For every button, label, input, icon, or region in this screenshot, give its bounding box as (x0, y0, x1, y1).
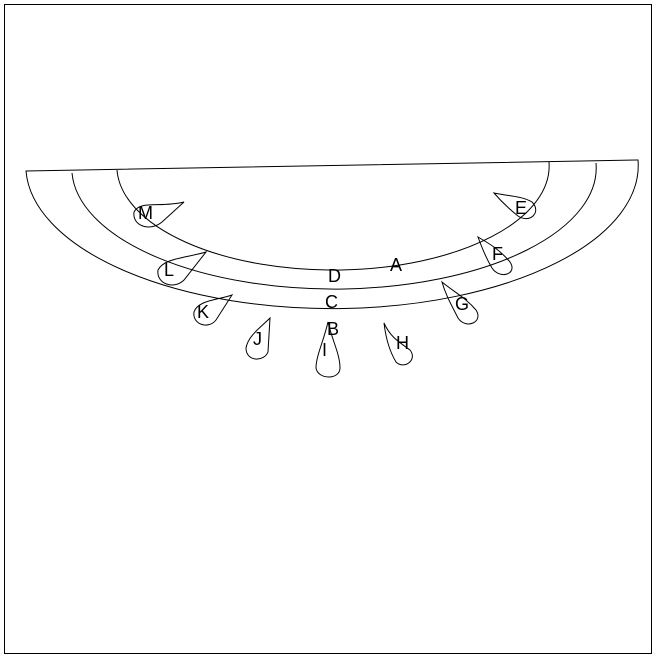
label-d: D (328, 266, 341, 286)
label-l: L (164, 260, 174, 280)
label-m: M (138, 203, 153, 223)
label-k: K (197, 302, 209, 322)
label-e: E (515, 198, 527, 218)
label-a: A (390, 255, 402, 275)
label-j: J (253, 329, 262, 349)
label-f: F (492, 244, 503, 264)
label-c: C (325, 292, 338, 312)
label-b: B (327, 319, 339, 339)
label-h: H (396, 333, 409, 353)
label-i: I (322, 340, 327, 360)
label-g: G (455, 294, 469, 314)
